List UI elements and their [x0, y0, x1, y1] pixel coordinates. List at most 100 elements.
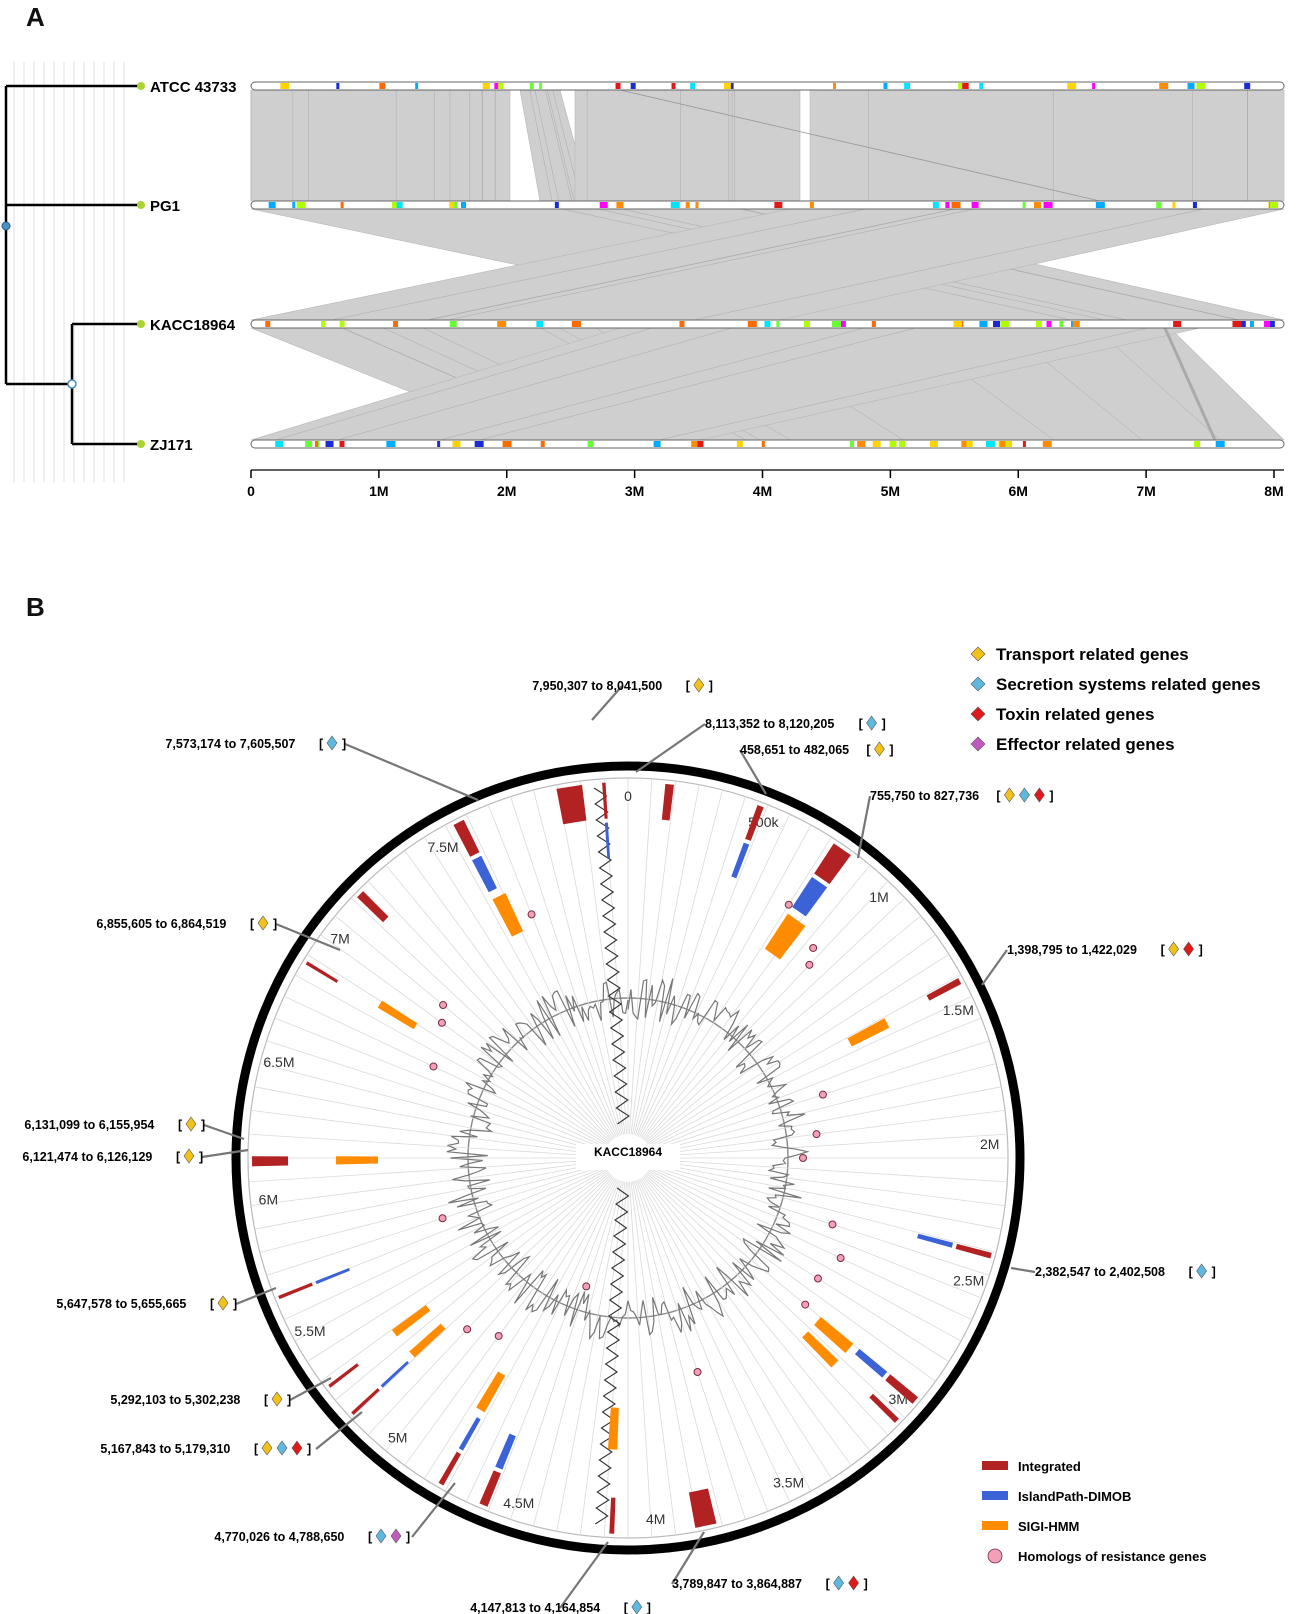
track-legend-swatch: [982, 1491, 1008, 1500]
genomic-island-mark: [1022, 441, 1026, 447]
track-legend-label: IslandPath-DIMOB: [1018, 1489, 1131, 1504]
genomic-island-mark: [437, 441, 441, 447]
synteny-band-atcc-pg1: [574, 89, 801, 202]
toxin-gene-icon: [1034, 787, 1045, 803]
secretion-gene-icon: [276, 1440, 288, 1456]
genomic-island-mark: [883, 83, 888, 89]
genomic-island-mark: [265, 321, 271, 327]
secretion-gene-icon: [375, 1528, 387, 1544]
synteny-band-atcc-pg1: [449, 89, 511, 202]
synteny-links: [250, 89, 1285, 441]
ring-tick-label: 1.5M: [943, 1002, 974, 1018]
transport-gene-icon: [183, 1148, 195, 1164]
genomic-island-mark: [498, 83, 504, 89]
transport-gene-icon: [217, 1295, 229, 1311]
svg-text:[: [: [368, 1530, 373, 1544]
secretion-gene-icon: [1019, 787, 1030, 803]
genomic-island-mark: [1159, 83, 1169, 89]
genomic-island-mark: [1173, 321, 1182, 327]
genome-bar: [250, 81, 1285, 91]
genomic-island-mark: [963, 441, 973, 447]
strain-label-atcc43733: ATCC 43733: [150, 79, 236, 96]
genomic-island-mark: [774, 202, 783, 208]
svg-text:]: ]: [287, 1393, 291, 1407]
svg-text:]: ]: [889, 743, 893, 757]
integrated-island: [926, 978, 962, 1001]
callout-arrow: [856, 795, 872, 859]
integrated-island: [556, 784, 587, 825]
genomic-island-mark: [540, 441, 545, 447]
tree-node: [67, 379, 77, 389]
gene-legend-label: Transport related genes: [996, 645, 1189, 664]
genomic-island-mark: [340, 202, 344, 208]
svg-text:]: ]: [1212, 1265, 1216, 1279]
genomic-island-mark: [449, 202, 456, 208]
island-range-label: 7,573,174 to 7,605,507: [165, 737, 295, 751]
genomic-island-mark: [953, 321, 963, 327]
transport-gene-icon: [271, 1391, 283, 1407]
svg-text:[: [: [1161, 943, 1166, 957]
islandpath-dimob-island: [380, 1361, 409, 1388]
genomic-island-mark: [305, 441, 313, 447]
svg-text:[: [: [176, 1150, 181, 1164]
toxin-gene-icon: [848, 1575, 859, 1591]
integrated-island: [305, 961, 339, 983]
genomic-island-mark: [857, 441, 866, 447]
genomic-island-mark: [872, 441, 881, 447]
genomic-island-mark: [840, 321, 846, 327]
secretion-gene-icon: [1196, 1263, 1207, 1279]
axis-tick-label: 2M: [497, 483, 516, 499]
genomic-island-mark: [474, 441, 484, 447]
genomic-island-mark: [679, 321, 685, 327]
island-range-label: 5,647,578 to 5,655,665: [56, 1297, 186, 1311]
genomic-island-mark: [803, 321, 810, 327]
genomic-island-mark: [1215, 441, 1225, 447]
genomic-island-mark: [690, 83, 696, 89]
island-callouts: 7,950,307 to 8,041,500[]8,113,352 to 8,1…: [22, 677, 1216, 1614]
resistance-gene-homolog: [438, 1214, 447, 1223]
circular-genome-map: 0500k1M1.5M2M2.5M3M3.5M4M4.5M5M5.5M6M6.5…: [231, 761, 1025, 1555]
island-range-label: 8,113,352 to 8,120,205: [705, 717, 834, 731]
genomic-island-mark: [776, 321, 780, 327]
sigi-hmm-island: [814, 1317, 854, 1354]
genomic-island-mark: [929, 441, 938, 447]
resistance-gene-homolog: [799, 1154, 807, 1162]
svg-text:[: [: [319, 737, 324, 751]
secretion-gene-icon: [631, 1599, 643, 1614]
genomic-island-mark: [386, 441, 396, 447]
genomic-island-mark: [1046, 321, 1052, 327]
resistance-gene-homolog: [494, 1331, 503, 1340]
sigi-hmm-island: [377, 1000, 418, 1030]
genomic-island-mark: [1196, 83, 1206, 89]
genomic-island-mark: [1237, 321, 1246, 327]
integrated-island: [814, 843, 851, 885]
ring-tick-label: 4M: [646, 1511, 665, 1527]
svg-text:]: ]: [1199, 943, 1203, 957]
genomic-island-mark: [685, 202, 690, 208]
genomic-island-mark: [452, 441, 461, 447]
ring-tick-label: 3.5M: [773, 1474, 804, 1490]
genomic-island-mark: [899, 441, 906, 447]
tree-leaf: [137, 440, 145, 448]
genomic-island-mark: [314, 441, 318, 447]
track-legend-label: Homologs of resistance genes: [1018, 1549, 1207, 1564]
axis-tick-label: 3M: [625, 483, 644, 499]
track-legend: IntegratedIslandPath-DIMOBSIGI-HMMHomolo…: [982, 1459, 1207, 1564]
genomic-island-mark: [1187, 83, 1195, 89]
integrated-island: [351, 1388, 380, 1415]
genomic-island-mark: [971, 202, 979, 208]
callout-arrow: [635, 723, 706, 773]
genomic-island-mark: [502, 441, 512, 447]
genomic-island-mark: [761, 441, 765, 447]
island-range-label: 5,167,843 to 5,179,310: [100, 1442, 230, 1456]
callout-arrow: [235, 1286, 277, 1306]
callout-arrow: [591, 685, 623, 721]
svg-text:]: ]: [864, 1577, 868, 1591]
svg-text:]: ]: [406, 1530, 410, 1544]
islandpath-dimob-island: [854, 1348, 888, 1378]
track-legend-label: SIGI-HMM: [1018, 1519, 1079, 1534]
genomic-island-mark: [1270, 202, 1278, 208]
genomic-island-mark: [1067, 83, 1077, 89]
integrated-island: [252, 1162, 289, 1167]
